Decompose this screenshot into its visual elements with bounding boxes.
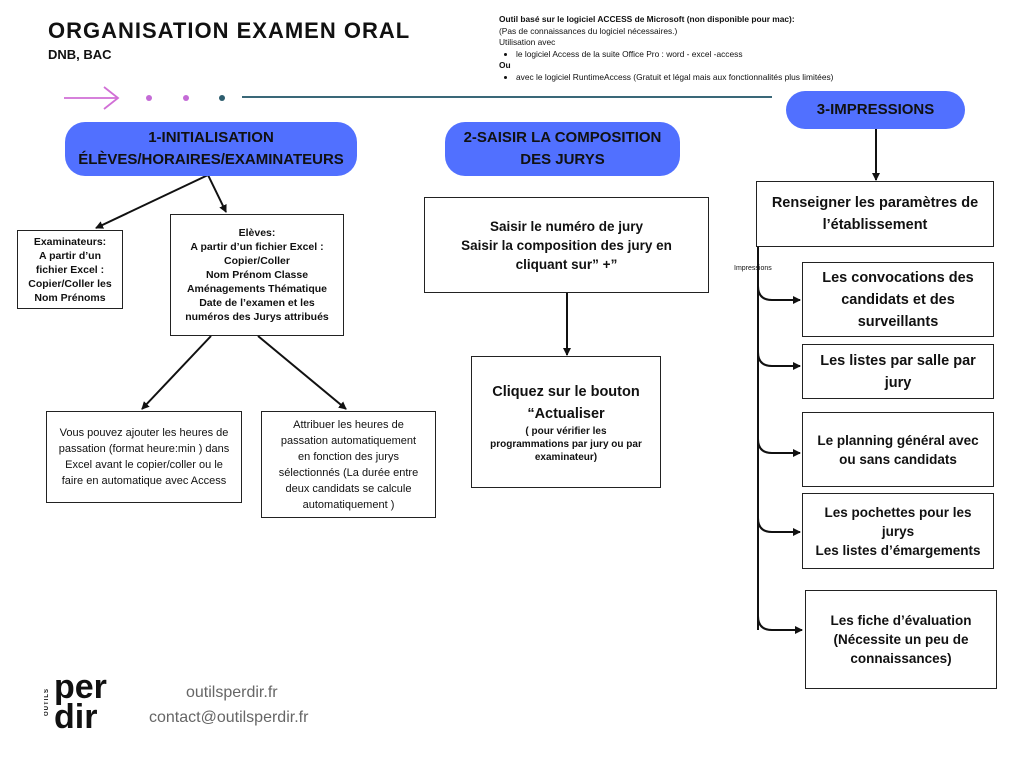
box-line: ou sans candidats [839, 451, 957, 467]
examinateurs-box: Examinateurs: A partir d’un fichier Exce… [17, 230, 123, 309]
step3-pill: 3-IMPRESSIONS [786, 91, 965, 129]
box-line: faire en automatique avec Access [61, 475, 227, 487]
box-line: sélectionnés (La durée entre [278, 466, 419, 479]
box-line: Nom Prénom Classe [205, 269, 309, 281]
arrow-to-planning [757, 438, 801, 457]
box-line: Aménagements Thématique [186, 283, 328, 295]
page-title: ORGANISATION EXAMEN ORAL [48, 18, 411, 43]
box-line: Nom Prénoms [34, 291, 106, 304]
box-line: A partir d’un fichier Excel : [190, 241, 324, 253]
box-line: A partir d’un [38, 249, 102, 262]
step1-line1: 1-INITIALISATION [148, 129, 274, 146]
info-line: Ou [499, 60, 511, 71]
email-link[interactable]: contact@outilsperdir.fr [149, 709, 309, 726]
planning-box: Le planning général avec ou sans candida… [802, 412, 994, 487]
box-line: jurys [881, 523, 915, 539]
box-line: en fonction des jurys [298, 450, 399, 463]
arrow-to-listes-salle [757, 351, 801, 370]
info-line: Utilisation avec [499, 37, 556, 48]
logo-small-text: OUTILS [44, 688, 50, 716]
box-line: Les fiche d’évaluation [830, 613, 972, 628]
box-line: candidats et des [841, 291, 955, 308]
arrow-to-fiche [757, 615, 803, 634]
box-line: Les listes par salle par [820, 352, 976, 369]
step1-line2: ÉLÈVES/HORAIRES/EXAMINATEURS [78, 151, 344, 168]
info-list: le logiciel Access de la suite Office Pr… [499, 49, 899, 61]
info-bullet: le logiciel Access de la suite Office Pr… [516, 49, 899, 61]
box-line: Les pochettes pour les [824, 504, 972, 520]
logo-line: dir [54, 698, 98, 736]
arrow-to-eleves [207, 174, 227, 213]
saisir-jury-box: Saisir le numéro de jury Saisir la compo… [424, 197, 709, 293]
box-line: Excel avant le copier/coller ou le [65, 459, 223, 471]
box-line: “Actualiser [527, 405, 605, 422]
box-line: Examinateurs: [33, 235, 107, 248]
box-line: fichier Excel : [35, 263, 105, 276]
params-box: Renseigner les paramètres de l’établisse… [756, 181, 994, 247]
box-line: Saisir la composition des jury en [461, 237, 672, 253]
page-subtitle: DNB, BAC [48, 47, 112, 62]
box-line: deux candidats se calcule [285, 482, 412, 495]
actualiser-box: Cliquez sur le bouton “Actualiser ( pour… [471, 356, 661, 488]
box-line: Elèves: [238, 227, 276, 239]
box-line: Cliquez sur le bouton [492, 383, 640, 400]
step2-line2: DES JURYS [520, 151, 605, 168]
box-line: programmations par jury ou par [490, 438, 642, 450]
box-line: Vous pouvez ajouter les heures de [59, 427, 229, 439]
box-line: Saisir le numéro de jury [489, 218, 644, 234]
fiche-box: Les fiche d’évaluation (Nécessite un peu… [805, 590, 997, 689]
decorative-dot [219, 95, 225, 101]
box-line: numéros des Jurys attribués [185, 311, 329, 323]
box-line: (Nécessite un peu de [833, 632, 969, 647]
convocations-box: Les convocations des candidats et des su… [802, 262, 994, 337]
info-line: (Pas de connaissances du logiciel nécess… [499, 25, 678, 36]
heures-manual-box: Vous pouvez ajouter les heures de passat… [46, 411, 242, 503]
pochettes-box: Les pochettes pour les jurys Les listes … [802, 493, 994, 569]
software-info: Outil basé sur le logiciel ACCESS de Mic… [499, 14, 899, 84]
box-line: passation (format heure:min ) dans [58, 443, 230, 455]
decorative-dot [146, 95, 152, 101]
box-line: automatiquement ) [302, 498, 395, 511]
box-line: Le planning général avec [817, 432, 979, 448]
box-line: examinateur) [534, 451, 598, 463]
website-link[interactable]: outilsperdir.fr [186, 684, 278, 701]
brand-logo: per dir [54, 668, 107, 736]
step3-label: 3-IMPRESSIONS [816, 101, 935, 118]
arrow-to-pochettes [757, 517, 801, 536]
box-line: Copier/Coller [224, 255, 290, 267]
decorative-dot [183, 95, 189, 101]
box-line: Attribuer les heures de [293, 418, 404, 431]
info-line: Outil basé sur le logiciel ACCESS de Mic… [499, 14, 795, 24]
info-bullet: avec le logiciel RuntimeAccess (Gratuit … [516, 72, 899, 84]
step2-line1: 2-SAISIR LA COMPOSITION [463, 129, 662, 146]
arrow-to-heures-auto [257, 335, 347, 410]
box-line: Les listes d’émargements [815, 542, 981, 558]
arrow-to-convocations [757, 285, 801, 304]
step1-pill: 1-INITIALISATION ÉLÈVES/HORAIRES/EXAMINA… [65, 122, 357, 176]
box-line: Renseigner les paramètres de [771, 195, 979, 211]
box-line: l’établissement [822, 217, 928, 233]
heures-auto-box: Attribuer les heures de passation automa… [261, 411, 436, 518]
box-line: connaissances) [850, 651, 952, 666]
logo-line: per [54, 668, 107, 706]
decorative-arrow [64, 86, 120, 110]
box-line: passation automatiquement [280, 434, 417, 447]
box-line: Les convocations des [822, 269, 974, 286]
step2-pill: 2-SAISIR LA COMPOSITION DES JURYS [445, 122, 680, 176]
box-line: cliquant sur” +” [515, 256, 618, 272]
box-line: jury [884, 374, 912, 391]
info-list: avec le logiciel RuntimeAccess (Gratuit … [499, 72, 899, 84]
box-line: surveillants [857, 313, 939, 330]
box-line: ( pour vérifier les [525, 425, 607, 437]
eleves-box: Elèves: A partir d’un fichier Excel : Co… [170, 214, 344, 336]
arrow-to-examinateurs [95, 174, 209, 229]
box-line: Date de l’examen et les [199, 297, 315, 309]
impressions-tag: Impressions [734, 265, 772, 272]
box-line: Copier/Coller les [28, 277, 112, 290]
arrow-to-heures-manual [141, 335, 212, 410]
listes-salle-box: Les listes par salle par jury [802, 344, 994, 399]
